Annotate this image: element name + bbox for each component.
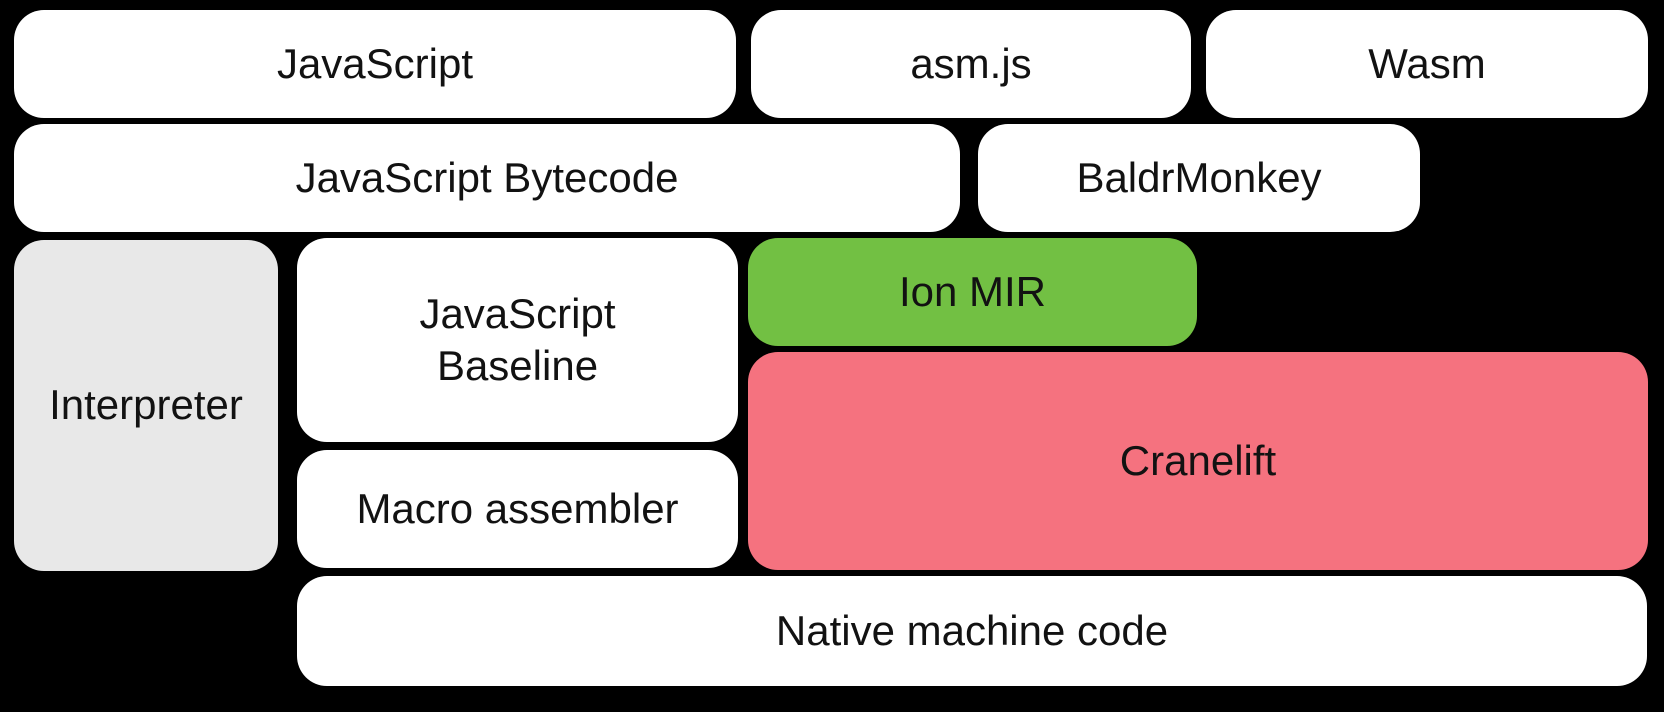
node-ion-mir-label: Ion MIR <box>898 267 1047 315</box>
node-javascript-baseline-label: JavaScript Baseline <box>419 289 616 390</box>
node-javascript-baseline: JavaScript Baseline <box>297 238 738 442</box>
node-ion-mir: Ion MIR <box>748 238 1197 346</box>
node-macro-assembler: Macro assembler <box>297 450 738 568</box>
node-baldrmonkey: BaldrMonkey <box>978 124 1420 232</box>
node-interpreter: Interpreter <box>14 240 278 571</box>
node-cranelift-label: Cranelift <box>1119 436 1277 484</box>
node-asmjs-label: asm.js <box>910 39 1032 87</box>
node-asmjs: asm.js <box>751 10 1191 118</box>
node-javascript-bytecode: JavaScript Bytecode <box>14 124 960 232</box>
node-native-machine-code: Native machine code <box>297 576 1647 686</box>
node-wasm-label: Wasm <box>1368 39 1486 87</box>
node-cranelift: Cranelift <box>748 352 1648 570</box>
node-native-machine-code-label: Native machine code <box>775 606 1169 654</box>
node-javascript-bytecode-label: JavaScript Bytecode <box>295 153 679 201</box>
node-interpreter-label: Interpreter <box>49 381 243 429</box>
node-javascript: JavaScript <box>14 10 736 118</box>
node-baldrmonkey-label: BaldrMonkey <box>1076 153 1322 201</box>
node-wasm: Wasm <box>1206 10 1648 118</box>
node-javascript-label: JavaScript <box>276 39 474 87</box>
node-macro-assembler-label: Macro assembler <box>356 484 679 532</box>
